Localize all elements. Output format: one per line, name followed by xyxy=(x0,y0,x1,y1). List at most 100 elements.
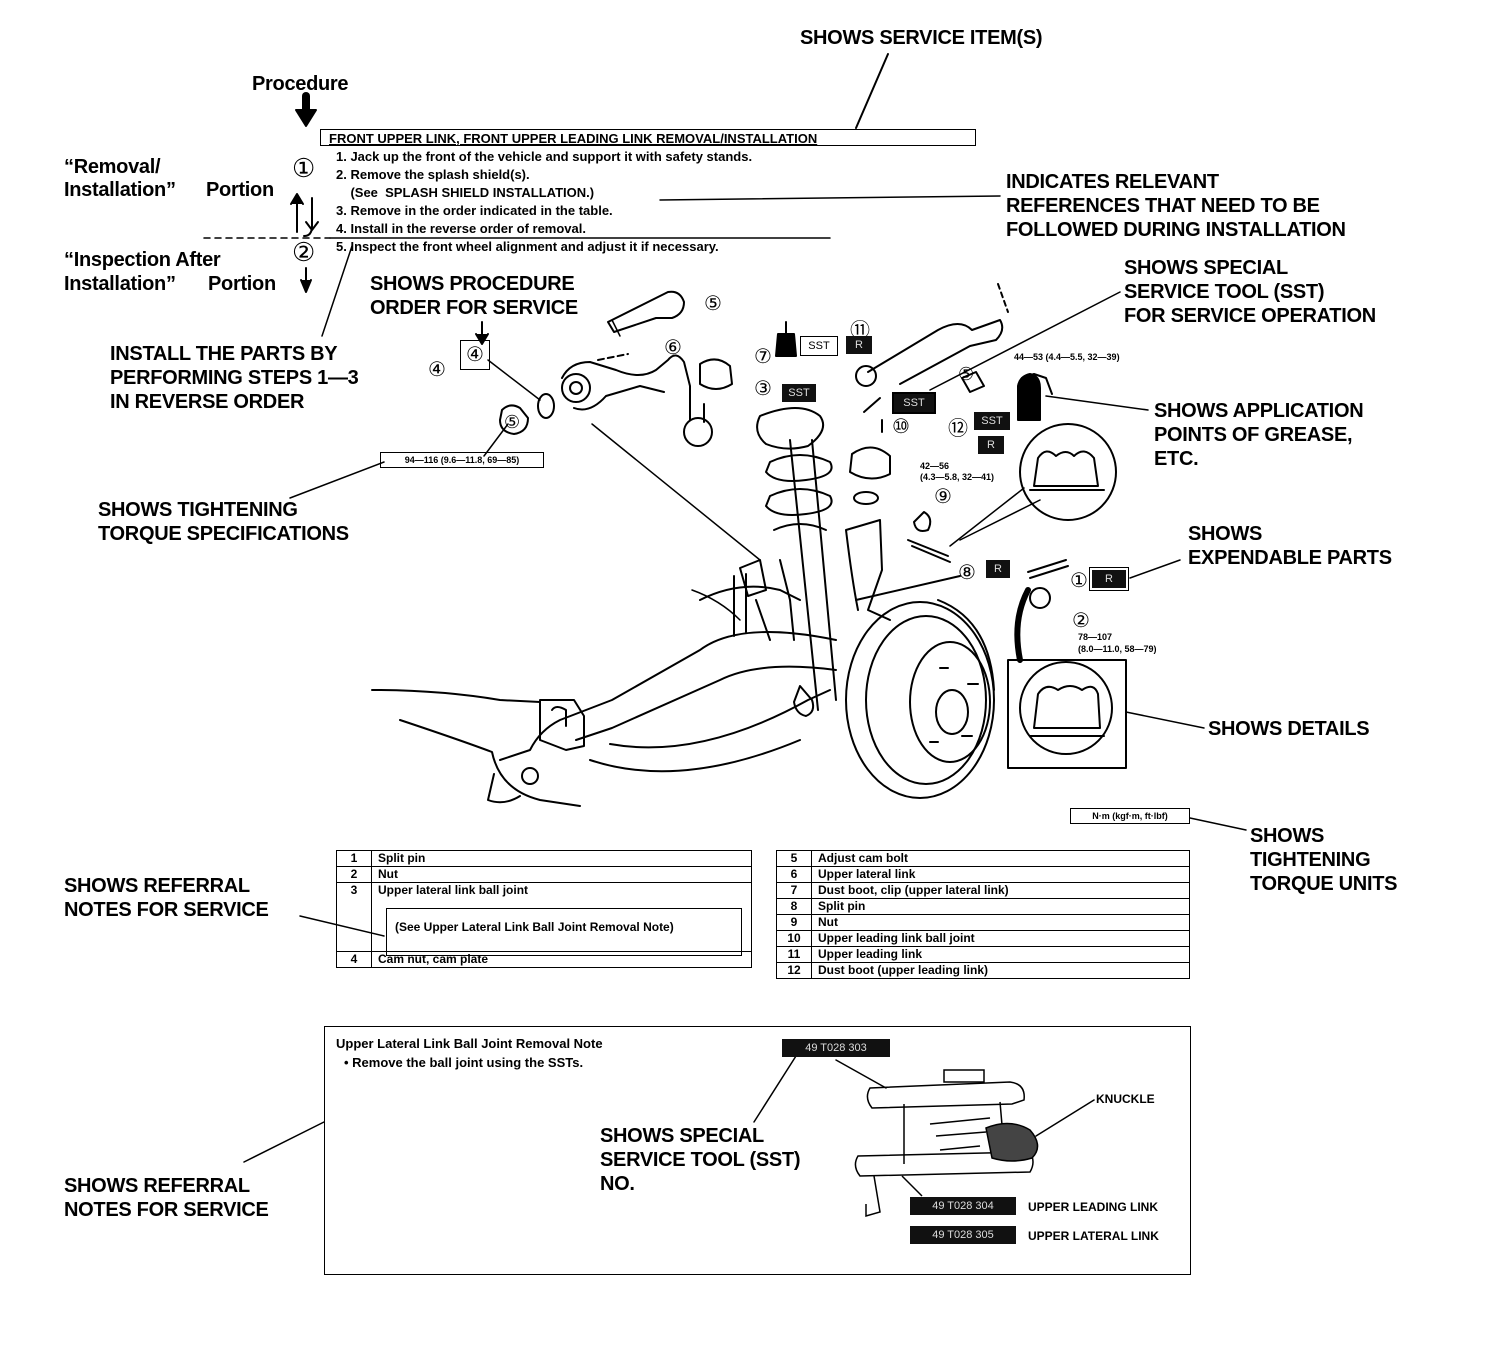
procedure-step: 1. Jack up the front of the vehicle and … xyxy=(336,149,753,164)
procedure-steps: 1. Jack up the front of the vehicle and … xyxy=(336,148,752,256)
part-num: 12 xyxy=(776,962,812,979)
part-num: 9 xyxy=(776,914,812,931)
callout-relevant-refs-3: FOLLOWED DURING INSTALLATION xyxy=(1006,219,1346,241)
torque-spec-low-2: (8.0—11.0, 58—79) xyxy=(1078,644,1157,654)
part-number-4: ④ xyxy=(428,359,446,381)
callout-inspection-1: “Inspection After xyxy=(64,249,221,271)
part-number-8: ⑧ xyxy=(958,562,976,584)
callout-procedure: Procedure xyxy=(252,73,349,95)
part-number-5-nut: ⑤ xyxy=(504,412,521,432)
callout-grease-2: POINTS OF GREASE, xyxy=(1154,424,1353,446)
step-marker-2: ② xyxy=(292,237,316,267)
part-number-12: ⑫ xyxy=(948,418,968,440)
callout-removal-1: “Removal/ xyxy=(64,156,161,178)
part-num: 6 xyxy=(776,866,812,883)
callout-torque-units-3: TORQUE UNITS xyxy=(1250,873,1398,895)
callout-install-reverse-3: IN REVERSE ORDER xyxy=(110,391,305,413)
part-name: Upper lateral link xyxy=(811,866,1190,883)
sst-number-tag: 49 T028 305 xyxy=(910,1226,1016,1244)
referral-note-box: (See Upper Lateral Link Ball Joint Remov… xyxy=(386,908,742,956)
part-num: 5 xyxy=(776,850,812,867)
part-number-10: ⑩ xyxy=(892,416,910,438)
sst-tag: SST xyxy=(974,412,1010,430)
callout-procedure-order-1: SHOWS PROCEDURE xyxy=(370,273,575,295)
torque-spec-mid-2: (4.3—5.8, 32—41) xyxy=(920,472,995,482)
part-name: Split pin xyxy=(811,898,1190,915)
part-name: Dust boot, clip (upper lateral link) xyxy=(811,882,1190,899)
procedure-step: 5. Inspect the front wheel alignment and… xyxy=(336,239,719,254)
part-number-2: ② xyxy=(1072,610,1090,632)
callout-special-tool-3: FOR SERVICE OPERATION xyxy=(1124,305,1376,327)
table-row: 2 Nut xyxy=(336,866,752,883)
callout-sst-number-3: NO. xyxy=(600,1173,635,1195)
part-name: Split pin xyxy=(371,850,752,867)
part-num: 7 xyxy=(776,882,812,899)
callout-referral-2a: SHOWS REFERRAL xyxy=(64,1175,250,1197)
callout-referral-1b: NOTES FOR SERVICE xyxy=(64,899,269,921)
callout-special-tool-1: SHOWS SPECIAL xyxy=(1124,257,1288,279)
sst-number-tag: 49 T028 303 xyxy=(782,1039,890,1057)
part-name: Adjust cam bolt xyxy=(811,850,1190,867)
part-number-9: ⑨ xyxy=(934,486,952,508)
callout-procedure-order-2: ORDER FOR SERVICE xyxy=(370,297,578,319)
table-row: 1 Split pin xyxy=(336,850,752,867)
callout-sst-number-1: SHOWS SPECIAL xyxy=(600,1125,764,1147)
callout-service-items: SHOWS SERVICE ITEM(S) xyxy=(800,27,1043,49)
callout-relevant-refs-2: REFERENCES THAT NEED TO BE xyxy=(1006,195,1320,217)
callout-removal-portion: Portion xyxy=(206,179,274,201)
callout-sst-number-2: SERVICE TOOL (SST) xyxy=(600,1149,801,1171)
part-num: 1 xyxy=(336,850,372,867)
part-number-4-boxed: ④ xyxy=(460,340,490,370)
callout-install-reverse-1: INSTALL THE PARTS BY xyxy=(110,343,338,365)
part-number-nut-top: ⑤ xyxy=(958,364,975,384)
label-upper-lateral-link: UPPER LATERAL LINK xyxy=(1028,1229,1159,1243)
referral-title: Upper Lateral Link Ball Joint Removal No… xyxy=(336,1036,603,1051)
part-number-1: ① xyxy=(1070,570,1088,592)
part-num: 3 xyxy=(336,882,372,952)
part-name: Nut xyxy=(811,914,1190,931)
callout-torque-units-1: SHOWS xyxy=(1250,825,1325,847)
callout-special-tool-2: SERVICE TOOL (SST) xyxy=(1124,281,1325,303)
callout-torque-specs-2: TORQUE SPECIFICATIONS xyxy=(98,523,349,545)
callout-install-reverse-2: PERFORMING STEPS 1—3 xyxy=(110,367,359,389)
callout-expendable-2: EXPENDABLE PARTS xyxy=(1188,547,1392,569)
callout-referral-1a: SHOWS REFERRAL xyxy=(64,875,250,897)
part-num: 2 xyxy=(336,866,372,883)
part-num: 8 xyxy=(776,898,812,915)
label-knuckle: KNUCKLE xyxy=(1096,1092,1155,1106)
callout-details: SHOWS DETAILS xyxy=(1208,718,1370,740)
torque-units-box: N·m (kgf·m, ft·lbf) xyxy=(1070,808,1190,824)
procedure-step: 3. Remove in the order indicated in the … xyxy=(336,203,613,218)
part-number-7: ⑦ xyxy=(754,346,772,368)
procedure-title: FRONT UPPER LINK, FRONT UPPER LEADING LI… xyxy=(320,129,976,146)
torque-spec-top-right: 44—53 (4.4—5.5, 32—39) xyxy=(1014,352,1120,362)
r-tag: R xyxy=(978,436,1004,454)
procedure-step: 2. Remove the splash shield(s). xyxy=(336,167,530,182)
part-num: 4 xyxy=(336,951,372,968)
torque-spec-left: 94—116 (9.6—11.8, 69—85) xyxy=(380,452,544,468)
callout-torque-units-2: TIGHTENING xyxy=(1250,849,1371,871)
part-num: 10 xyxy=(776,930,812,947)
sst-tag: SST xyxy=(782,384,816,402)
table-row: 3 Upper lateral link ball joint xyxy=(336,882,752,952)
referral-bullet: • Remove the ball joint using the SSTs. xyxy=(344,1055,584,1070)
part-name: Nut xyxy=(371,866,752,883)
callout-referral-2b: NOTES FOR SERVICE xyxy=(64,1199,269,1221)
r-tag: R xyxy=(986,560,1010,578)
torque-spec-mid-1: 42—56 xyxy=(920,461,950,471)
sst-tag: SST xyxy=(800,336,838,356)
procedure-step: 4. Install in the reverse order of remov… xyxy=(336,221,586,236)
callout-grease-3: ETC. xyxy=(1154,448,1199,470)
r-tag-expendable: R xyxy=(1089,567,1129,591)
part-number-3: ③ xyxy=(754,378,772,400)
procedure-step: (See SPLASH SHIELD INSTALLATION.) xyxy=(336,185,595,200)
